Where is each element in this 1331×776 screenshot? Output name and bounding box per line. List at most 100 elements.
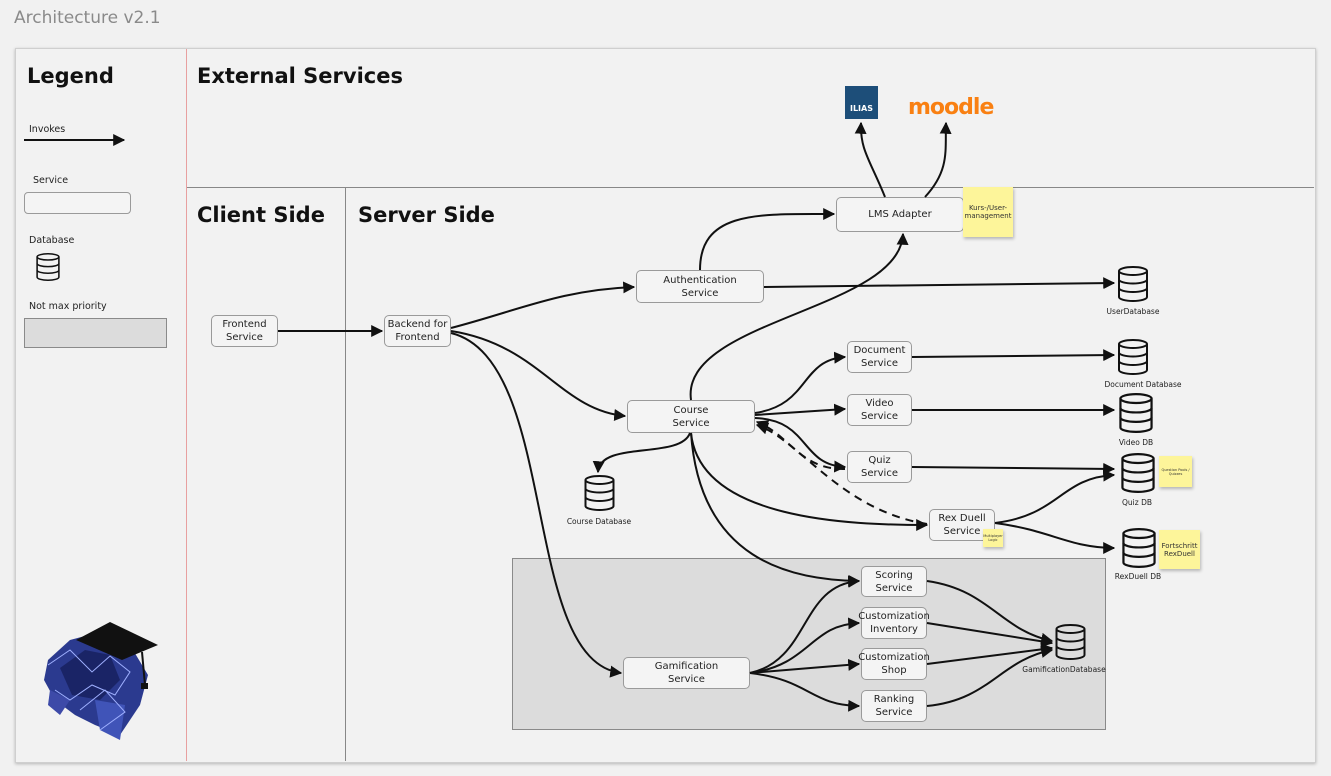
rexduell-sticky-note: Fortschritt RexDuell bbox=[1159, 530, 1200, 569]
scoring-line1: Scoring bbox=[875, 569, 913, 581]
document-line1: Document bbox=[853, 345, 906, 356]
quiz-sticky-note: Question Pools / Quizzes bbox=[1159, 456, 1192, 487]
gamification-line2: Service bbox=[668, 674, 705, 685]
lms-sticky-text: Kurs-/User- management bbox=[964, 204, 1012, 220]
brain-cap-logo bbox=[44, 622, 158, 740]
moodle-logo: moodle bbox=[908, 95, 994, 120]
document-database-label: Document Database bbox=[1104, 380, 1182, 389]
edge-rexduell-course-dashed bbox=[755, 422, 928, 525]
course-database-icon bbox=[584, 475, 615, 511]
edge-course-rexduell bbox=[690, 432, 929, 531]
cust-inv-line1: Customization bbox=[858, 611, 930, 622]
gamification-region bbox=[512, 558, 1106, 730]
edge-backend-course bbox=[450, 330, 627, 421]
rexduell-small-sticky-text: Multiplayer Logic bbox=[983, 534, 1003, 542]
legend-divider bbox=[186, 49, 187, 761]
course-line2: Service bbox=[672, 417, 710, 429]
edge-rexduell-rexdb bbox=[994, 522, 1116, 554]
gamification-database-label: GamificationDatabase bbox=[1022, 665, 1106, 674]
backend-line2: Frontend bbox=[395, 332, 440, 343]
legend-database-icon bbox=[36, 253, 60, 281]
edge-course-document bbox=[754, 351, 847, 414]
quiz-line2: Service bbox=[861, 468, 898, 479]
page-title: Architecture v2.1 bbox=[14, 8, 161, 28]
lms-adapter[interactable]: LMS Adapter bbox=[836, 197, 964, 232]
auth-line2: Service bbox=[681, 287, 719, 299]
quiz-line1: Quiz bbox=[868, 455, 891, 466]
edge-ranking-gamdb bbox=[926, 646, 1054, 707]
frontend-service-line2: Service bbox=[226, 332, 263, 343]
edge-scoring-gamdb bbox=[926, 580, 1054, 645]
legend-heading: Legend bbox=[27, 64, 114, 88]
edge-document-docdb bbox=[911, 349, 1116, 362]
lms-sticky-note: Kurs-/User- management bbox=[963, 187, 1013, 237]
gamification-database-icon bbox=[1055, 624, 1086, 660]
cust-shop-line1: Customization bbox=[858, 652, 930, 663]
rexduell-small-sticky: Multiplayer Logic bbox=[983, 529, 1003, 547]
quiz-sticky-text: Question Pools / Quizzes bbox=[1161, 467, 1190, 476]
user-database-icon bbox=[1117, 266, 1149, 302]
legend-service-shape bbox=[24, 192, 131, 214]
client-server-divider bbox=[345, 188, 346, 761]
document-database-icon bbox=[1117, 339, 1149, 375]
course-database-label: Course Database bbox=[566, 517, 632, 526]
edge-gam-scoring bbox=[749, 575, 861, 674]
edge-quiz-quizdb bbox=[911, 462, 1116, 475]
edge-course-coursedb bbox=[592, 432, 691, 474]
legend-invokes-label: Invokes bbox=[29, 124, 66, 135]
client-side-heading: Client Side bbox=[197, 203, 325, 227]
rexduell-db-icon bbox=[1122, 528, 1156, 568]
quiz-db-label: Quiz DB bbox=[1122, 498, 1152, 507]
ilias-logo: ILIAS bbox=[845, 86, 878, 119]
edge-course-quiz bbox=[754, 417, 847, 473]
edge-gam-inventory bbox=[749, 617, 861, 674]
video-db-label: Video DB bbox=[1118, 438, 1154, 447]
cust-inv-line2: Inventory bbox=[870, 624, 918, 635]
edge-auth-lms bbox=[699, 207, 836, 271]
edge-gam-ranking bbox=[749, 672, 861, 712]
quiz-db-icon bbox=[1121, 453, 1155, 493]
video-db-icon bbox=[1119, 393, 1153, 433]
edge-course-scoring bbox=[690, 432, 861, 587]
course-line1: Course bbox=[673, 404, 709, 416]
legend-not-max-priority-label: Not max priority bbox=[29, 301, 107, 312]
gamification-line1: Gamification bbox=[654, 661, 719, 672]
edge-auth-userdb bbox=[763, 277, 1116, 290]
auth-line1: Authentication bbox=[663, 274, 737, 286]
legend-service-label: Service bbox=[33, 175, 69, 186]
edge-course-lms bbox=[689, 232, 909, 401]
legend-not-max-priority-shape bbox=[24, 318, 167, 348]
edge-inventory-gamdb bbox=[926, 622, 1054, 648]
edge-lms-moodle bbox=[924, 121, 952, 198]
edge-quiz-course-dashed bbox=[755, 420, 846, 471]
frontend-service-line1: Frontend bbox=[222, 319, 267, 330]
edge-backend-auth bbox=[450, 281, 636, 329]
user-database-label: UserDatabase bbox=[1106, 307, 1160, 316]
lms-line1: LMS Adapter bbox=[868, 209, 932, 220]
edge-course-video bbox=[754, 403, 847, 416]
edge-rexduell-quizdb bbox=[994, 469, 1116, 524]
video-line2: Service bbox=[861, 411, 898, 422]
rexduell-sticky-text: Fortschritt RexDuell bbox=[1161, 541, 1198, 558]
ranking-line2: Service bbox=[875, 707, 913, 718]
rexduell-line1: Rex Duell bbox=[938, 513, 986, 524]
edge-shop-gamdb bbox=[926, 643, 1054, 665]
scoring-line2: Service bbox=[875, 582, 913, 594]
rexduell-db-label: RexDuell DB bbox=[1114, 572, 1162, 581]
external-services-heading: External Services bbox=[197, 64, 403, 88]
cust-shop-line2: Shop bbox=[881, 665, 907, 676]
backend-line1: Backend for bbox=[387, 319, 448, 330]
